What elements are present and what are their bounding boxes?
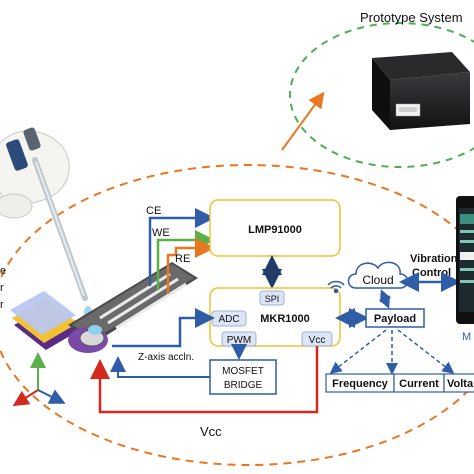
prototype-boundary-ellipse	[289, 22, 474, 168]
lmp91000-label: LMP91000	[248, 224, 302, 236]
system-boundary-ellipse	[0, 164, 474, 466]
payload-block	[365, 308, 425, 328]
we-line	[156, 230, 215, 290]
vcc-label: Vcc	[309, 335, 326, 346]
frequency-label: Frequency	[332, 378, 389, 390]
current-label: Current	[399, 378, 439, 390]
spi-label: SPI	[265, 294, 280, 304]
pipette-hand-image	[0, 127, 92, 318]
layer-label-3: r	[0, 299, 4, 311]
ce-line	[148, 208, 215, 286]
re-line	[166, 238, 215, 294]
voltage-label: Volta	[447, 378, 474, 390]
layer-label-2: r	[0, 282, 4, 294]
vcc-bottom-label: Vcc	[200, 424, 222, 439]
mkr1000-label: MKR1000	[260, 313, 310, 325]
accel-annotation: Z-axis accln.	[138, 352, 194, 363]
cloud-payload-arrow	[378, 289, 392, 309]
xyz-axes-icon	[12, 352, 66, 407]
mosfet-label-1: MOSFET	[222, 366, 264, 377]
vibration-label-1: Vibration	[410, 253, 458, 265]
wifi-icon	[327, 280, 345, 294]
voltage-box	[443, 373, 474, 393]
pwm-label: PWM	[227, 335, 251, 346]
vcc-power-line	[90, 346, 319, 414]
layer-label-1: e	[0, 265, 6, 277]
adc-label: ADC	[218, 314, 239, 325]
mosfet-bridge-block	[209, 359, 277, 395]
sensor-to-adc-arrow	[112, 308, 215, 348]
mosfet-to-sensor-arrow	[110, 356, 210, 378]
prototype-box-image	[372, 52, 470, 130]
vibration-label-2: Control	[412, 267, 451, 279]
re-label: RE	[175, 253, 190, 265]
ce-label: CE	[146, 205, 161, 217]
we-label: WE	[152, 227, 170, 239]
cloud-label: Cloud	[362, 273, 393, 287]
payload-label: Payload	[374, 313, 416, 325]
spi-tag	[259, 290, 285, 306]
measure-dashed-arrows	[329, 329, 455, 375]
prototype-link-arrow	[281, 91, 325, 151]
mosfet-label-2: BRIDGE	[224, 380, 263, 391]
phone-caption: M	[462, 331, 471, 343]
prototype-title: Prototype System	[360, 10, 463, 25]
smartphone-image	[456, 196, 474, 324]
electrode-layers-image	[10, 291, 80, 350]
